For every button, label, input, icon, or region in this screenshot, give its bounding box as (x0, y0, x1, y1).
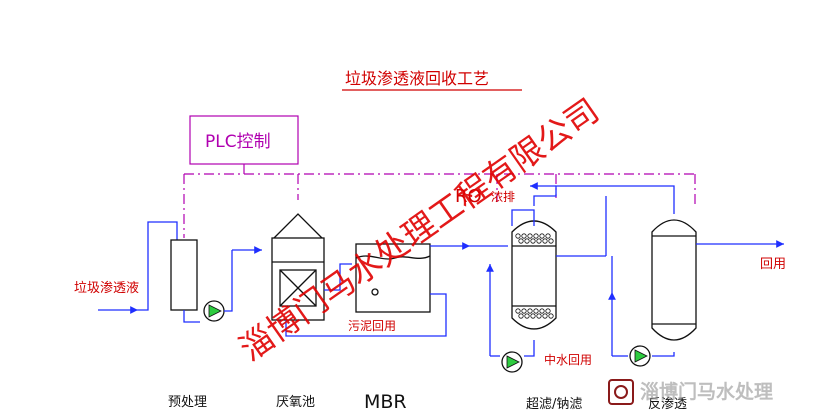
mbr-tank (355, 243, 431, 313)
ro-piping (605, 196, 784, 357)
anaerobic-tank (271, 213, 325, 321)
logo-mark-icon (608, 379, 634, 405)
sludge-recycle-pipe (285, 293, 447, 337)
sludge-recycle-label: 污泥回用 (348, 319, 396, 333)
pretreatment-to-pump-pipe (183, 310, 200, 323)
pump-2 (501, 351, 523, 373)
ultrafiltration-membrane-bottom (515, 308, 554, 319)
diagram-title: 垃圾渗透液回收工艺 (345, 69, 489, 88)
pump1-to-anaerobic-pipe (224, 246, 262, 312)
stage-anaerobic: 厌氧池 (276, 395, 315, 410)
ultrafiltration-membrane-top (515, 233, 554, 244)
company-logo: 淄博门马水处理 (608, 379, 773, 405)
stage-ro: 反渗透 (648, 397, 687, 412)
pretreatment-tank (170, 239, 198, 311)
plc-control-label: PLC控制 (205, 132, 271, 152)
pump-3 (629, 345, 651, 367)
filtration-piping (470, 185, 606, 357)
ro-vessel (651, 219, 697, 341)
concentrate-label: 浓排 (491, 190, 515, 204)
anaerobic-to-mbr-pipe (324, 263, 352, 291)
reuse-label: 回用 (760, 257, 786, 272)
stage-mbr: MBR (364, 391, 407, 413)
ro-label: RO (455, 186, 482, 207)
concentrate-pipe (530, 182, 675, 214)
logo-text: 淄博门马水处理 (640, 380, 773, 403)
watermark-text: 淄博门马水处理工程有限公司 (232, 91, 606, 369)
inlet-pipe (98, 221, 178, 314)
middle-water-label: 中水回用 (544, 352, 592, 367)
ultrafiltration-column (511, 220, 557, 330)
stage-filtration: 超滤/钠滤 (526, 397, 582, 412)
stage-pretreatment: 预处理 (168, 395, 207, 410)
input-label: 垃圾渗透液 (74, 281, 139, 296)
